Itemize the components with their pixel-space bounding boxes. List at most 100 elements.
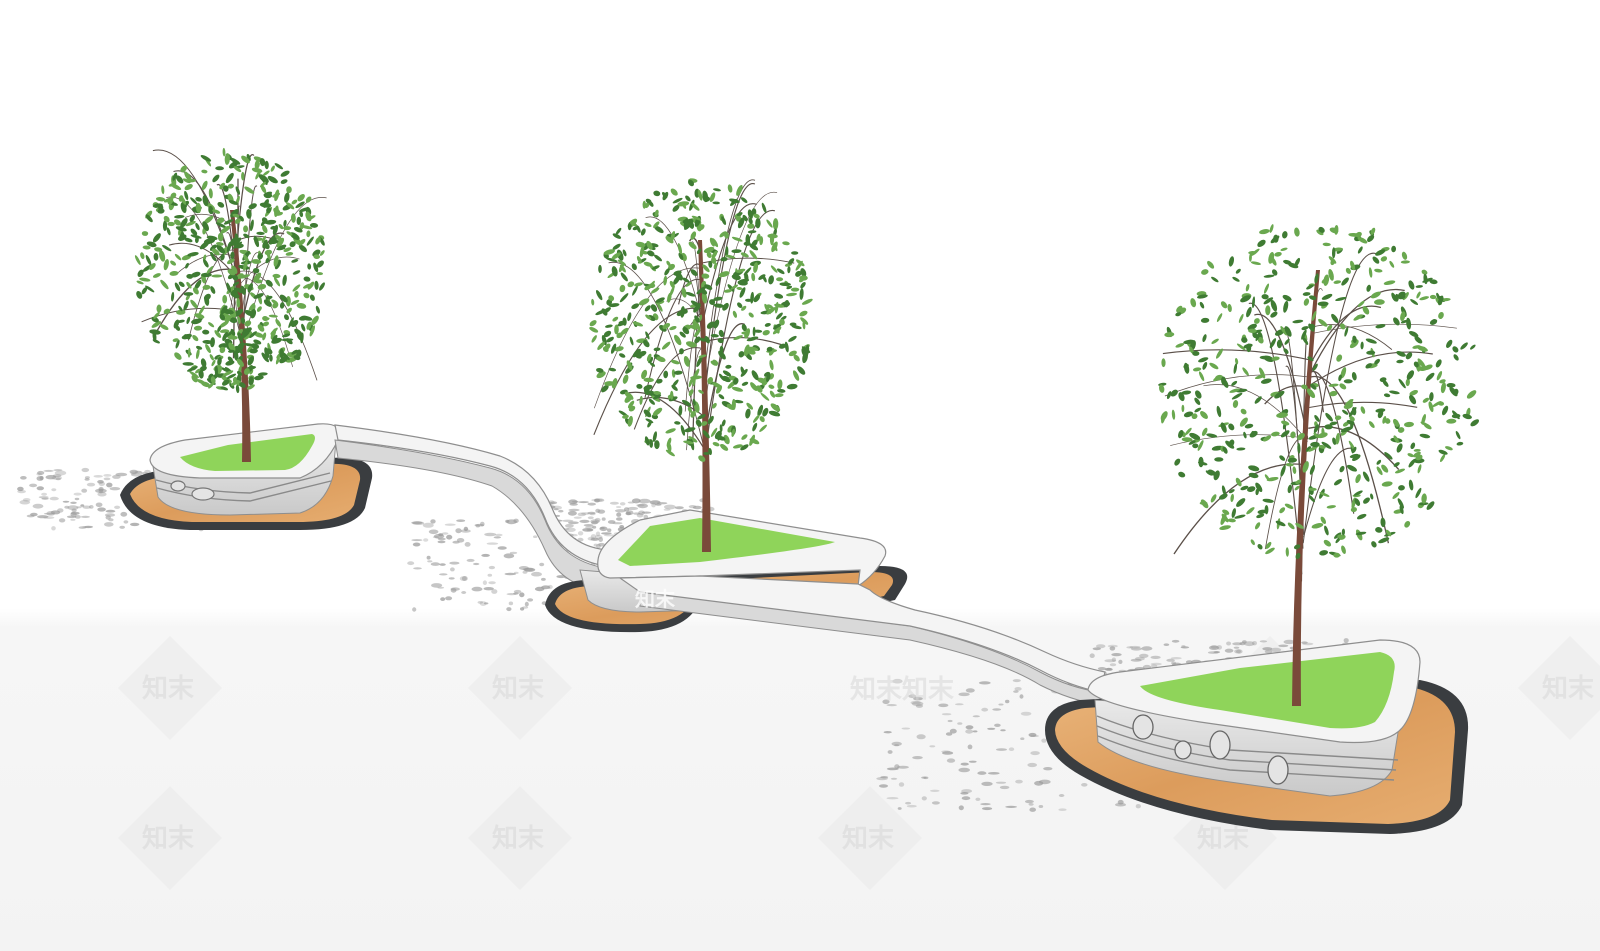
tree-leaf bbox=[650, 304, 658, 312]
tree-leaf bbox=[736, 212, 743, 217]
tree-leaf bbox=[737, 280, 748, 286]
tree-leaf bbox=[292, 270, 301, 275]
tree-leaf bbox=[1462, 413, 1472, 420]
tree-leaf bbox=[681, 399, 692, 407]
tree-leaf bbox=[701, 273, 710, 279]
leaf-shadow bbox=[1262, 647, 1273, 651]
leaf-shadow bbox=[999, 785, 1010, 790]
tree-leaf bbox=[219, 320, 229, 328]
tree-branch bbox=[703, 323, 746, 441]
tree-leaf bbox=[737, 302, 743, 308]
tree-leaf bbox=[1263, 297, 1274, 305]
tree-leaf bbox=[1365, 363, 1373, 369]
tree-leaf bbox=[1218, 493, 1228, 500]
tree-leaf bbox=[1265, 547, 1275, 555]
leaf-shadow bbox=[524, 601, 529, 607]
leaf-shadow bbox=[912, 756, 923, 760]
leaf-shadow bbox=[896, 765, 909, 769]
tree-leaf bbox=[684, 427, 696, 433]
watermark-text: 知末 bbox=[1197, 824, 1250, 854]
tree-leaf bbox=[723, 434, 730, 445]
tree-leaf bbox=[1269, 338, 1277, 349]
tree-trunk bbox=[1292, 270, 1320, 706]
leaf-shadow bbox=[905, 801, 912, 805]
leaf-shadow bbox=[426, 555, 431, 560]
tree-leaf bbox=[656, 378, 663, 384]
leaf-shadow bbox=[509, 551, 518, 555]
tree-leaf bbox=[1294, 227, 1300, 237]
tree-leaf bbox=[750, 291, 754, 304]
leaf-shadow bbox=[590, 537, 599, 541]
leaf-shadow bbox=[109, 487, 121, 491]
tree-leaf bbox=[740, 197, 748, 203]
tree-leaf bbox=[218, 343, 229, 349]
tree-leaf bbox=[605, 324, 613, 328]
tree-leaf bbox=[632, 348, 641, 358]
tree-leaf bbox=[1406, 370, 1415, 380]
tree-leaf bbox=[622, 249, 627, 257]
tree-leaf bbox=[697, 414, 706, 420]
tree-leaf bbox=[699, 314, 703, 321]
tree-leaf bbox=[713, 188, 721, 192]
leaf-shadow bbox=[66, 515, 77, 519]
tree-leaf bbox=[746, 402, 754, 410]
leaf-shadow bbox=[491, 589, 498, 594]
leaf-shadow bbox=[663, 508, 671, 511]
leaf-shadow bbox=[38, 496, 49, 499]
leaf-shadow bbox=[39, 475, 44, 481]
tree-leaf bbox=[722, 370, 732, 377]
tree-leaf bbox=[681, 287, 687, 298]
tree-leaf bbox=[694, 336, 701, 344]
tree-leaf bbox=[289, 241, 296, 248]
tree-leaf bbox=[1259, 229, 1270, 235]
leaf-shadow bbox=[493, 536, 501, 539]
tree-leaf bbox=[790, 287, 800, 292]
tree-leaf bbox=[254, 160, 260, 170]
leaf-shadow bbox=[977, 771, 987, 775]
tree-leaf bbox=[261, 352, 269, 363]
planter-left-light bbox=[191, 487, 215, 501]
tree-leaf bbox=[642, 200, 646, 209]
tree-leaf bbox=[710, 333, 719, 338]
tree-leaf bbox=[1415, 454, 1423, 461]
tree-leaf bbox=[1230, 493, 1234, 502]
tree-leaf bbox=[194, 279, 202, 290]
tree-leaf bbox=[644, 222, 652, 228]
tree-leaf bbox=[269, 239, 279, 245]
tree-leaf bbox=[244, 320, 252, 327]
leaf-shadow bbox=[518, 566, 529, 570]
leaf-shadow bbox=[1109, 663, 1117, 667]
tree-leaf bbox=[1263, 283, 1270, 294]
tree-leaf bbox=[800, 268, 807, 277]
tree-leaf bbox=[1383, 393, 1391, 398]
leaf-shadow bbox=[573, 516, 582, 519]
tree-leaf bbox=[741, 434, 748, 440]
tree-leaf bbox=[617, 259, 627, 266]
tree-leaf bbox=[777, 379, 783, 390]
tree-branch bbox=[1309, 401, 1418, 409]
tree-leaf bbox=[315, 237, 321, 245]
tree-leaf bbox=[175, 226, 187, 232]
tree-leaf bbox=[1436, 292, 1440, 300]
tree-leaf bbox=[619, 284, 626, 293]
tree-leaf bbox=[1318, 318, 1328, 327]
leaf-shadow bbox=[1041, 738, 1047, 743]
tree-leaf bbox=[234, 218, 241, 224]
tree-leaf bbox=[169, 270, 179, 276]
tree-leaf bbox=[799, 310, 808, 317]
tree-leaf bbox=[769, 359, 774, 371]
tree-leaf bbox=[296, 303, 307, 309]
tree-leaf bbox=[211, 359, 216, 367]
leaf-shadow bbox=[37, 515, 49, 519]
tree-branch bbox=[703, 183, 756, 405]
tree-leaf bbox=[1188, 440, 1196, 445]
tree-leaf bbox=[1341, 528, 1346, 536]
tree-leaf bbox=[220, 305, 228, 315]
tree-leaf bbox=[232, 237, 242, 246]
tree-leaf bbox=[1397, 427, 1405, 433]
tree-leaf bbox=[202, 284, 211, 290]
tree-leaf bbox=[1425, 372, 1435, 382]
tree-leaf bbox=[224, 315, 231, 323]
tree-leaf bbox=[627, 400, 635, 409]
leaf-shadow bbox=[112, 474, 121, 479]
